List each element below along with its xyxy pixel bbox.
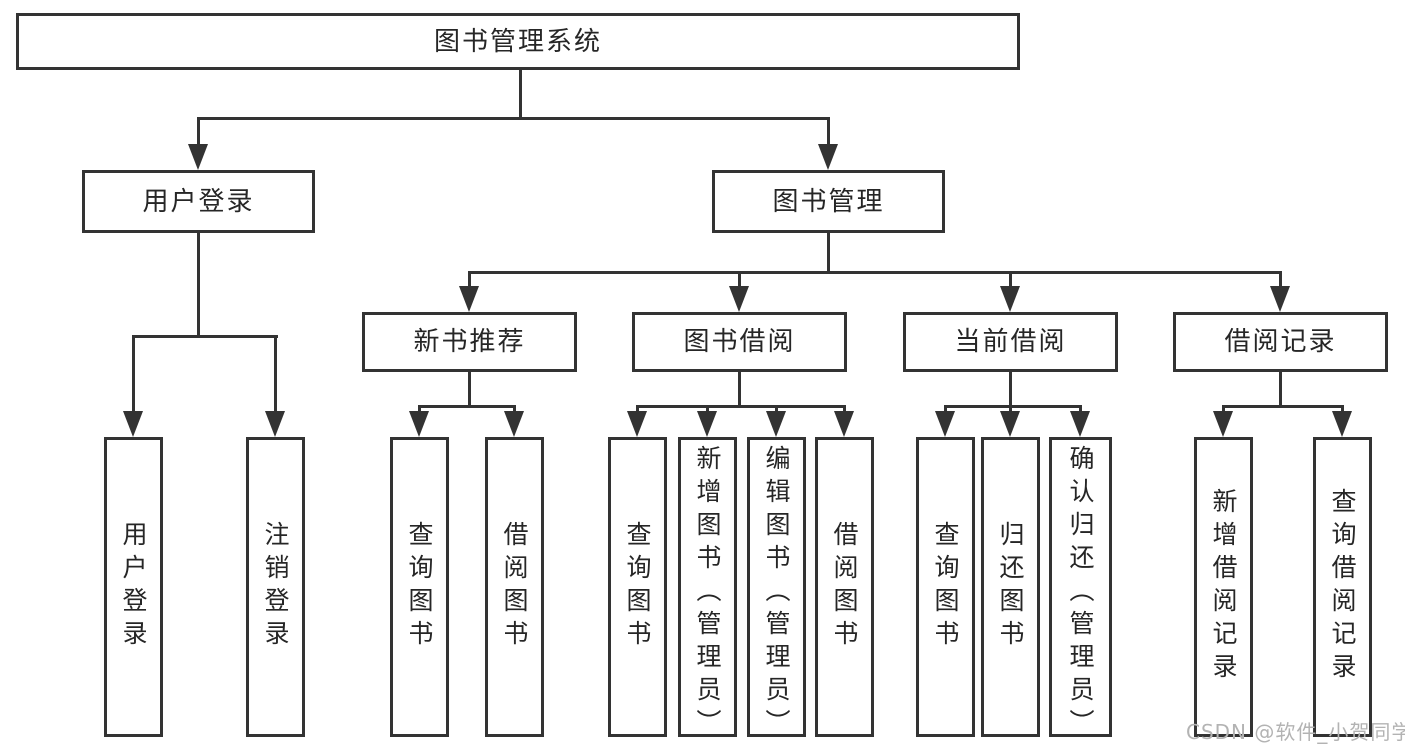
arrow-down-icon: [729, 286, 749, 312]
leaf-logout: 注销登录: [246, 437, 305, 737]
arrow-down-icon: [766, 411, 786, 437]
arrow-down-icon: [697, 411, 717, 437]
connector-line: [513, 406, 516, 413]
connector-line: [738, 272, 741, 288]
connector-line: [827, 118, 830, 146]
connector-line: [197, 231, 200, 337]
connector-line: [1009, 272, 1012, 288]
arrow-down-icon: [1332, 411, 1352, 437]
node-borrowing-records: 借阅记录: [1173, 312, 1388, 372]
arrow-down-icon: [459, 286, 479, 312]
connector-line: [1222, 406, 1225, 413]
node-new-book-recommend: 新书推荐: [362, 312, 577, 372]
connector-line: [418, 405, 516, 408]
connector-line: [944, 406, 947, 413]
leaf-return-book: 归还图书: [981, 437, 1040, 737]
connector-line: [1341, 406, 1344, 413]
connector-line: [944, 405, 1082, 408]
connector-line: [1279, 272, 1282, 288]
node-book-borrowing: 图书借阅: [632, 312, 847, 372]
connector-line: [418, 406, 421, 413]
leaf-query-borrow-record: 查询借阅记录: [1313, 437, 1372, 737]
connector-line: [132, 335, 278, 338]
leaf-query-books-current: 查询图书: [916, 437, 975, 737]
leaf-query-books-recommend: 查询图书: [390, 437, 449, 737]
arrow-down-icon: [1213, 411, 1233, 437]
arrow-down-icon: [504, 411, 524, 437]
arrow-down-icon: [818, 144, 838, 170]
leaf-borrow-books-recommend: 借阅图书: [485, 437, 544, 737]
leaf-user-login: 用户登录: [104, 437, 163, 737]
connector-line: [1222, 405, 1344, 408]
connector-line: [636, 405, 846, 408]
leaf-add-borrow-record: 新增借阅记录: [1194, 437, 1253, 737]
node-user-login: 用户登录: [82, 170, 315, 233]
leaf-confirm-return-admin: 确认归还（管理员）: [1049, 437, 1112, 742]
connector-line: [1009, 406, 1012, 413]
connector-line: [519, 68, 522, 120]
leaf-query-books-borrowing: 查询图书: [608, 437, 667, 737]
arrow-down-icon: [627, 411, 647, 437]
leaf-borrow-books-borrowing: 借阅图书: [815, 437, 874, 737]
connector-line: [197, 118, 200, 146]
arrow-down-icon: [834, 411, 854, 437]
node-book-management: 图书管理: [712, 170, 945, 233]
arrow-down-icon: [1000, 411, 1020, 437]
connector-line: [274, 336, 277, 413]
arrow-down-icon: [188, 144, 208, 170]
connector-line: [706, 406, 709, 413]
connector-line: [468, 271, 1282, 274]
arrow-down-icon: [935, 411, 955, 437]
arrow-down-icon: [265, 411, 285, 437]
connector-line: [468, 272, 471, 288]
connector-line: [132, 336, 135, 413]
watermark: CSDN @软件_小贺同学: [1186, 720, 1405, 744]
connector-line: [197, 117, 830, 120]
connector-line: [1279, 370, 1282, 408]
arrow-down-icon: [123, 411, 143, 437]
arrow-down-icon: [409, 411, 429, 437]
connector-line: [1079, 406, 1082, 413]
connector-line: [843, 406, 846, 413]
connector-line: [636, 406, 639, 413]
arrow-down-icon: [1270, 286, 1290, 312]
arrow-down-icon: [1070, 411, 1090, 437]
node-root-library-system: 图书管理系统: [16, 13, 1020, 70]
node-current-borrowing: 当前借阅: [903, 312, 1118, 372]
arrow-down-icon: [1000, 286, 1020, 312]
leaf-edit-book-admin: 编辑图书（管理员）: [747, 437, 806, 742]
connector-line: [738, 370, 741, 408]
leaf-add-book-admin: 新增图书（管理员）: [678, 437, 737, 742]
connector-line: [468, 370, 471, 408]
connector-line: [827, 231, 830, 273]
connector-line: [775, 406, 778, 413]
connector-line: [1009, 370, 1012, 408]
